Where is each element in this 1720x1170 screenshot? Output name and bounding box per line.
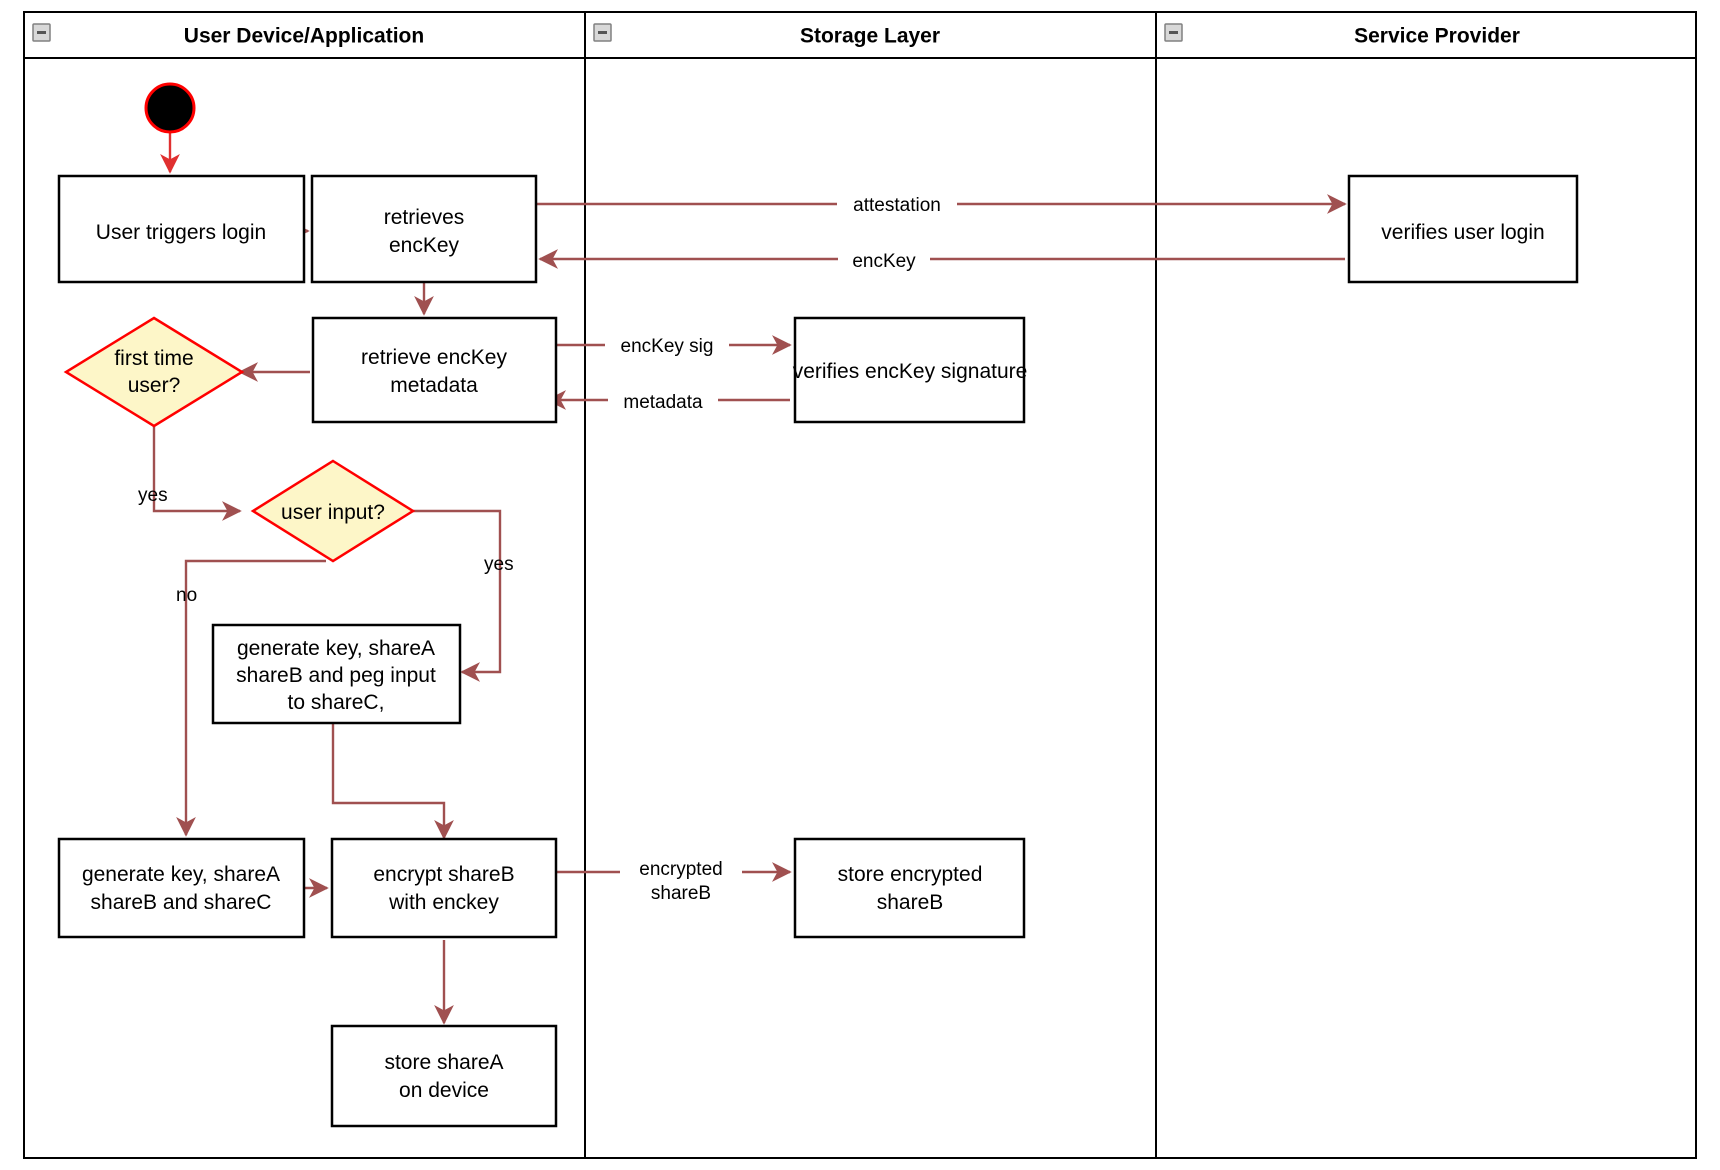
svg-text:metadata: metadata xyxy=(623,392,703,413)
edge-label-attestation: attestation xyxy=(837,191,957,217)
node-store-sharea[interactable]: store shareA on device xyxy=(330,1024,558,1128)
edge-label-firsttime-yes: yes xyxy=(138,485,168,506)
node-retrieves-enckey[interactable]: retrieves encKey xyxy=(310,174,538,284)
edge-firsttime-yes xyxy=(152,412,242,521)
edge-userinput-no xyxy=(176,559,326,837)
edge-label-enckey: encKey xyxy=(838,247,930,273)
minus-square-icon-bar xyxy=(1169,31,1178,34)
edge-label-metadata: metadata xyxy=(608,388,718,414)
edge-userinput-yes xyxy=(411,509,502,682)
svg-text:shareB: shareB xyxy=(651,883,711,904)
node-encrypt-shareb[interactable]: encrypt shareB with enckey xyxy=(330,837,558,939)
svg-text:encKey: encKey xyxy=(389,234,460,257)
minus-square-icon-bar xyxy=(598,31,607,34)
svg-text:store encrypted: store encrypted xyxy=(838,863,983,886)
svg-text:encrypt shareB: encrypt shareB xyxy=(373,863,514,886)
edge-label-enckey-sig: encKey sig xyxy=(605,332,729,358)
svg-text:verifies encKey signature: verifies encKey signature xyxy=(793,360,1028,383)
lane-header-storage: Storage Layer xyxy=(593,23,940,48)
svg-text:metadata: metadata xyxy=(390,374,478,397)
lane-title-user-device: User Device/Application xyxy=(184,25,424,48)
lane-title-storage: Storage Layer xyxy=(800,25,940,48)
node-generate-peg[interactable]: generate key, shareA shareB and peg inpu… xyxy=(211,623,462,725)
svg-text:on device: on device xyxy=(399,1079,489,1102)
svg-text:shareB and shareC: shareB and shareC xyxy=(91,891,272,914)
node-generate-shares[interactable]: generate key, shareA shareB and shareC xyxy=(57,837,306,939)
edge-peg-to-encrypt xyxy=(331,722,454,840)
svg-text:shareB and peg input: shareB and peg input xyxy=(236,664,436,687)
svg-text:store shareA: store shareA xyxy=(384,1051,503,1074)
node-user-input[interactable]: user input? xyxy=(250,459,416,563)
svg-text:encKey: encKey xyxy=(852,251,916,272)
svg-text:first time: first time xyxy=(114,347,193,370)
svg-text:generate key, shareA: generate key, shareA xyxy=(82,863,280,886)
node-store-encrypted-shareb[interactable]: store encrypted shareB xyxy=(793,837,1026,939)
svg-text:User triggers login: User triggers login xyxy=(96,221,266,244)
svg-text:generate key, shareA: generate key, shareA xyxy=(237,637,435,660)
edge-label-userinput-no: no xyxy=(176,585,197,606)
svg-text:user input?: user input? xyxy=(281,501,385,524)
edge-label-encrypted-shareb: encrypted shareB xyxy=(620,846,742,904)
node-first-time-user[interactable]: first time user? xyxy=(63,316,245,428)
node-verifies-enckey-signature[interactable]: verifies encKey signature xyxy=(793,316,1028,424)
svg-text:encKey sig: encKey sig xyxy=(621,336,714,357)
node-retrieve-enckey-metadata[interactable]: retrieve encKey metadata xyxy=(311,316,558,424)
svg-text:with enckey: with enckey xyxy=(388,891,499,914)
node-user-triggers-login[interactable]: User triggers login xyxy=(57,174,306,284)
svg-text:retrieves: retrieves xyxy=(384,206,465,229)
svg-text:shareB: shareB xyxy=(877,891,944,914)
minus-square-icon-bar xyxy=(37,31,46,34)
svg-text:user?: user? xyxy=(128,374,181,397)
svg-text:verifies user login: verifies user login xyxy=(1381,221,1544,244)
node-start xyxy=(144,82,196,134)
svg-text:encrypted: encrypted xyxy=(639,859,722,880)
svg-text:to shareC,: to shareC, xyxy=(288,691,385,714)
node-verifies-user-login[interactable]: verifies user login xyxy=(1347,174,1579,284)
svg-text:attestation: attestation xyxy=(853,195,941,216)
lane-header-user-device: User Device/Application xyxy=(32,23,424,48)
edge-label-userinput-yes: yes xyxy=(484,554,514,575)
lane-title-service-provider: Service Provider xyxy=(1354,25,1520,48)
svg-text:retrieve encKey: retrieve encKey xyxy=(361,346,507,369)
lane-header-service-provider: Service Provider xyxy=(1164,23,1520,48)
